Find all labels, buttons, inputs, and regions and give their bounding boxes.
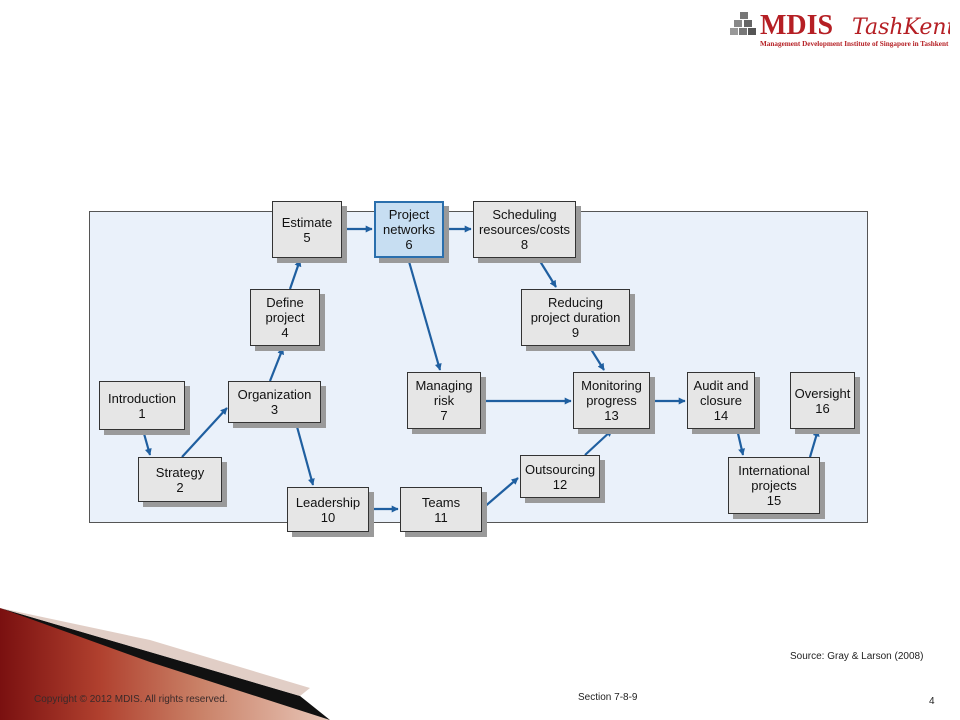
arrow-n12-n13 [584, 429, 613, 456]
arrow-n4-n5 [288, 259, 302, 290]
arrow-n3-n10 [294, 422, 315, 486]
node-n2: Strategy 2 [138, 457, 222, 502]
source-note: Source: Gray & Larson (2008) [790, 651, 924, 662]
arrow-n2-n3 [181, 407, 228, 458]
node-n10: Leadership 10 [287, 487, 369, 532]
node-n16: Oversight 16 [790, 372, 855, 429]
node-label: Define project 4 [265, 295, 305, 340]
arrow-n11-n12 [481, 477, 519, 510]
node-label: Project networks 6 [382, 207, 436, 252]
node-label: Strategy 2 [155, 464, 205, 495]
node-n3: Organization 3 [228, 381, 321, 423]
node-label: Outsourcing 12 [524, 461, 596, 492]
page-number: 4 [929, 696, 935, 707]
section-label: Section 7-8-9 [578, 692, 638, 703]
svg-text:Management Development Institu: Management Development Institute of Sing… [760, 40, 949, 48]
svg-text:TashKent: TashKent [852, 15, 950, 40]
node-label: Teams 11 [421, 494, 461, 525]
arrow-n1-n2 [141, 429, 152, 456]
cube-stack-icon [730, 12, 756, 35]
mdis-tashkent-logo: MDIS TashKent Management Development Ins… [730, 10, 950, 48]
node-n1: Introduction 1 [99, 381, 185, 430]
node-n11: Teams 11 [400, 487, 482, 532]
node-n5: Estimate 5 [272, 201, 342, 258]
node-label: Organization 3 [237, 387, 312, 417]
node-label: Estimate 5 [281, 214, 333, 245]
arrow-n8-n9 [537, 257, 557, 288]
node-n6: Project networks 6 [374, 201, 444, 258]
svg-text:MDIS: MDIS [760, 10, 833, 41]
node-label: Reducing project duration 9 [530, 295, 621, 340]
node-label: Managing risk 7 [415, 378, 473, 423]
node-label: Introduction 1 [108, 390, 176, 421]
node-n12: Outsourcing 12 [520, 455, 600, 498]
node-label: Oversight 16 [794, 385, 851, 416]
arrow-n3-n4 [268, 347, 285, 382]
arrow-n15-n16 [808, 429, 820, 458]
node-n9: Reducing project duration 9 [521, 289, 630, 346]
arrow-n14-n15 [735, 428, 745, 456]
node-n13: Monitoring progress 13 [573, 372, 650, 429]
node-n15: International projects 15 [728, 457, 820, 514]
arrow-n9-n13 [588, 345, 605, 371]
arrow-n6-n7 [406, 257, 442, 371]
node-label: Leadership 10 [295, 494, 361, 525]
node-label: Monitoring progress 13 [581, 378, 642, 423]
node-label: International projects 15 [738, 463, 810, 508]
node-n4: Define project 4 [250, 289, 320, 346]
node-n14: Audit and closure 14 [687, 372, 755, 429]
node-n7: Managing risk 7 [407, 372, 481, 429]
copyright-text: Copyright © 2012 MDIS. All rights reserv… [34, 694, 228, 705]
node-label: Audit and closure 14 [693, 378, 749, 423]
node-n8: Scheduling resources/costs 8 [473, 201, 576, 258]
node-label: Scheduling resources/costs 8 [478, 207, 571, 252]
footer-decoration [0, 608, 330, 720]
